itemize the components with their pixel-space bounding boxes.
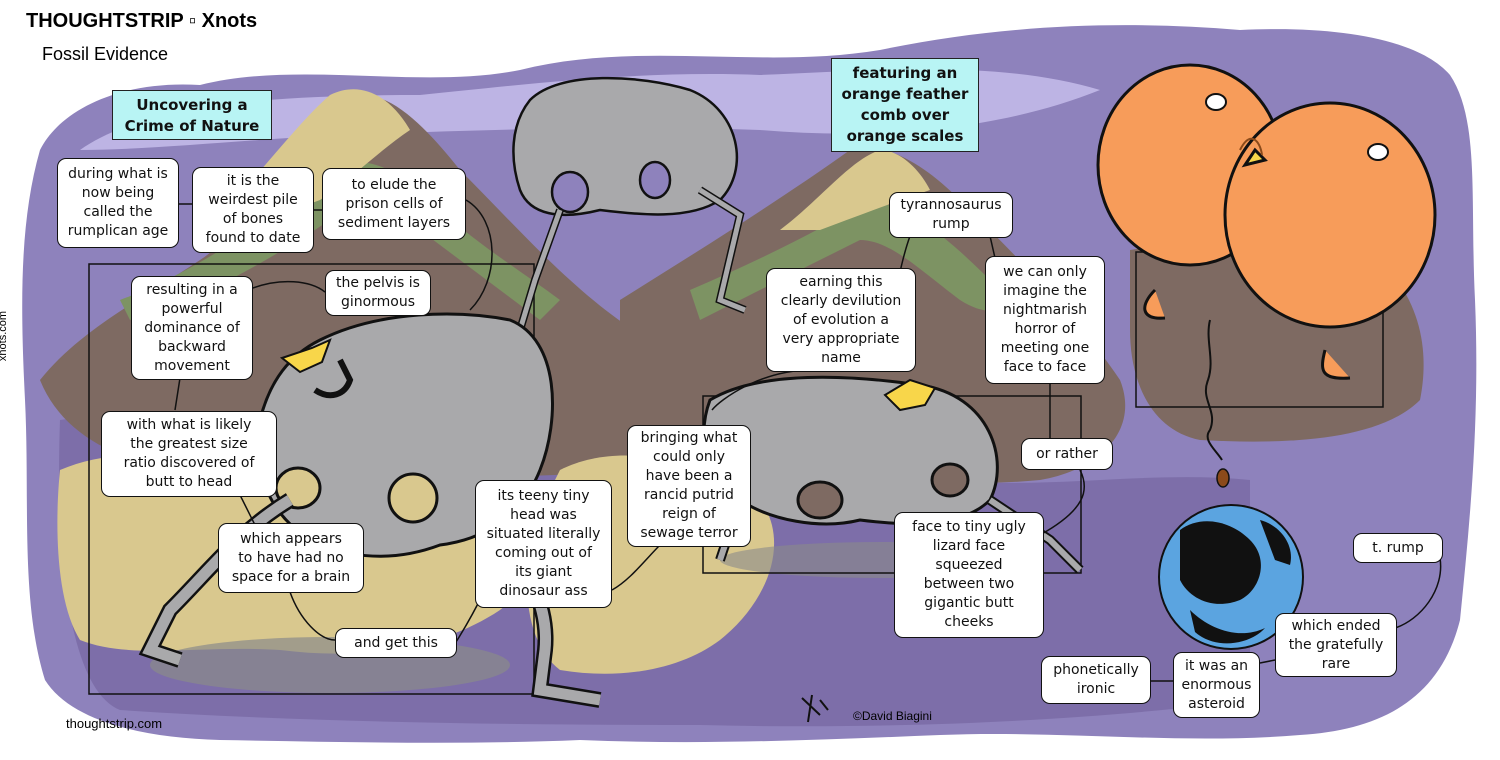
caption-featuring: featuring an orange feather comb over or… xyxy=(831,58,979,152)
bubble-rancid: bringing what could only have been a ran… xyxy=(627,425,751,547)
asteroid xyxy=(1216,468,1230,488)
bubble-resulting: resulting in a powerful dominance of bac… xyxy=(131,276,253,380)
bubble-nightmarish: we can only imagine the nightmarish horr… xyxy=(985,256,1105,384)
bubble-ratio: with what is likely the greatest size ra… xyxy=(101,411,277,497)
footer-url: thoughtstrip.com xyxy=(66,716,163,731)
asteroid-trail xyxy=(1205,319,1223,461)
skeleton-top xyxy=(512,76,747,332)
bubble-lizard: face to tiny ugly lizard face squeezed b… xyxy=(894,512,1044,638)
artist-credit: ©David Biagini xyxy=(853,709,932,723)
bubble-t-rump: t. rump xyxy=(1353,533,1443,563)
bubble-get-this: and get this xyxy=(335,628,457,658)
bubble-devilution: earning this clearly devilution of evolu… xyxy=(766,268,916,372)
bubble-ironic: phonetically ironic xyxy=(1041,656,1151,704)
bubble-or-rather: or rather xyxy=(1021,438,1113,470)
bubble-rumplican: during what is now being called the rump… xyxy=(57,158,179,248)
bubble-weirdest: it is the weirdest pile of bones found t… xyxy=(192,167,314,253)
bubble-asteroid: it was an enormous asteroid xyxy=(1173,652,1260,718)
bubble-brain: which appears to have had no space for a… xyxy=(218,523,364,593)
bird-eye-left xyxy=(1205,93,1227,111)
bird-feather-comb xyxy=(1239,137,1263,156)
bubble-elude: to elude the prison cells of sediment la… xyxy=(322,168,466,240)
bird-eye-right xyxy=(1367,143,1389,161)
bubble-ended: which ended the gratefully rare xyxy=(1275,613,1397,677)
caption-title: Uncovering a Crime of Nature xyxy=(112,90,272,140)
bubble-pelvis: the pelvis is ginormous xyxy=(325,270,431,316)
artist-signature xyxy=(801,694,829,723)
header-title: THOUGHTSTRIP ▫ Xnots xyxy=(26,10,258,32)
bubble-rump: tyrannosaurus rump xyxy=(889,192,1013,238)
bubble-teeny: its teeny tiny head was situated literal… xyxy=(475,480,612,608)
header-subtitle: Fossil Evidence xyxy=(42,44,169,64)
side-url: xnots.com xyxy=(0,310,10,362)
skeleton-left-beak xyxy=(279,338,332,374)
skeleton-middle-beak xyxy=(883,378,937,412)
